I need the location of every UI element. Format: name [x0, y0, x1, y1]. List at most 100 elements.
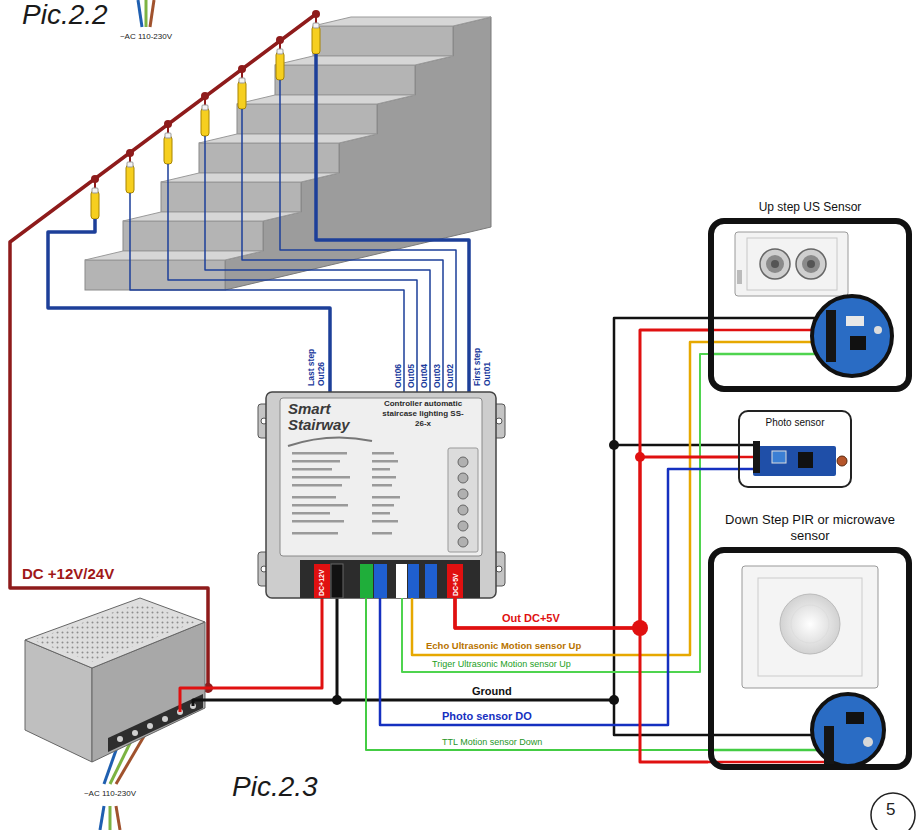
controller-housing — [374, 564, 387, 598]
led-lamp — [127, 162, 133, 167]
power-wire — [738, 468, 753, 471]
photo-sensor-module — [837, 456, 847, 466]
label-anchor: Ground — [470, 685, 514, 698]
staircase — [199, 134, 377, 143]
output-name: Out02 — [445, 350, 455, 388]
label-anchor: Pic.2.2 — [22, 0, 108, 30]
output-wire — [130, 193, 404, 392]
motion-sensor-picture — [742, 566, 878, 688]
label-anchor: TTL Motion sensor Down — [440, 737, 544, 748]
led-lamp — [313, 23, 319, 28]
output-wire — [48, 219, 330, 392]
supply-voltage: DC +12V/24V — [22, 565, 114, 583]
controller-housing — [425, 564, 437, 598]
controller-housing — [280, 398, 482, 556]
controller-housing — [372, 504, 394, 507]
controller-housing — [360, 564, 373, 598]
label-anchor: DC+12V — [317, 566, 326, 596]
output-name: Last step Out26 — [306, 334, 326, 386]
power-supply — [117, 736, 123, 742]
controller-housing — [292, 476, 350, 479]
controller-housing — [292, 504, 348, 507]
staircase — [275, 56, 453, 65]
power-wire — [193, 700, 614, 706]
label-anchor: Out06 — [393, 350, 403, 388]
controller-housing — [372, 452, 394, 455]
staircase — [237, 95, 415, 104]
led-lamp — [277, 49, 283, 54]
power-wire — [738, 444, 753, 447]
wire-label: Triger Ultrasonic Motion sensor Up — [430, 659, 573, 670]
photo-sensor-module — [772, 451, 786, 463]
staircase — [237, 104, 377, 134]
controller-housing — [292, 484, 342, 487]
ultrasonic-sensor-picture — [760, 249, 790, 279]
output-name: Out06 — [393, 350, 403, 388]
motion-sensor-picture — [812, 694, 884, 766]
sensor-box: Down Step PIR or microwave sensor — [708, 512, 912, 770]
ultrasonic-sensor-picture — [846, 316, 864, 326]
label-anchor: Out DC+5V — [500, 612, 562, 625]
led-lamp — [312, 10, 320, 18]
wire-label: TTL Motion sensor Down — [440, 737, 544, 748]
controller-housing — [458, 473, 468, 483]
controller-housing — [458, 537, 468, 547]
power-wire — [336, 598, 339, 700]
ultrasonic-sensor-picture — [747, 238, 837, 290]
output-name: Out05 — [406, 350, 416, 388]
motion-sensor-picture — [758, 578, 862, 676]
motion-sensor-picture — [742, 566, 884, 766]
power-supply — [162, 716, 168, 722]
sensor-heading: Down Step PIR or microwave sensor — [725, 512, 895, 544]
power-wire — [738, 456, 753, 459]
brand-logo: Smart Stairway — [288, 401, 360, 433]
led-lamp — [126, 165, 134, 193]
led-lamp — [91, 191, 99, 219]
label-anchor: Pic.2.3 — [232, 772, 318, 802]
motion-sensor-picture — [863, 737, 873, 747]
power-wire — [180, 318, 826, 762]
output-name: Out03 — [432, 350, 442, 388]
controller-housing — [292, 512, 330, 515]
controller-housing — [331, 564, 343, 598]
mains-wire — [116, 806, 120, 830]
ultrasonic-sensor-picture — [802, 255, 820, 273]
label-anchor: Triger Ultrasonic Motion sensor Up — [430, 659, 573, 670]
controller-housing — [448, 448, 478, 552]
power-wire — [708, 341, 826, 344]
led-lamp — [239, 78, 245, 83]
wire-label: Photo sensor DO — [440, 710, 534, 723]
ultrasonic-sensor-picture — [796, 249, 826, 279]
led-lamp — [312, 26, 320, 54]
terminal-name: DC+5V — [451, 566, 460, 596]
controller-housing — [396, 564, 407, 598]
controller-housing — [372, 484, 392, 487]
led-lamp — [202, 105, 208, 110]
led-lamp — [126, 149, 134, 157]
controller-housing — [292, 460, 340, 463]
controller-housing — [292, 468, 332, 471]
label-anchor: ~AC 110-230V — [75, 789, 145, 799]
staircase — [313, 26, 453, 56]
controller-housing — [372, 532, 392, 535]
ultrasonic-sensor-picture — [766, 255, 784, 273]
signal-wire — [455, 330, 708, 628]
motion-sensor-picture — [780, 594, 840, 654]
ultrasonic-sensor-picture — [735, 232, 848, 296]
sensor-box: Photo sensor — [738, 410, 852, 488]
power-supply — [108, 694, 203, 752]
led-lamp — [164, 136, 172, 164]
label-anchor: Out05 — [406, 350, 416, 388]
staircase — [161, 173, 339, 182]
junction-dot — [609, 440, 619, 450]
power-wire — [708, 329, 826, 332]
staircase — [85, 260, 225, 290]
photo-sensor-module — [753, 441, 760, 473]
staircase — [85, 17, 491, 290]
mains-wire — [145, 0, 148, 27]
label-anchor: Echo Ultrasonic Motion sensor Up — [424, 640, 583, 652]
wire-label: Echo Ultrasonic Motion sensor Up — [424, 640, 583, 652]
controller-housing — [458, 505, 468, 515]
controller-housing — [372, 520, 398, 523]
controller-housing — [496, 566, 502, 572]
